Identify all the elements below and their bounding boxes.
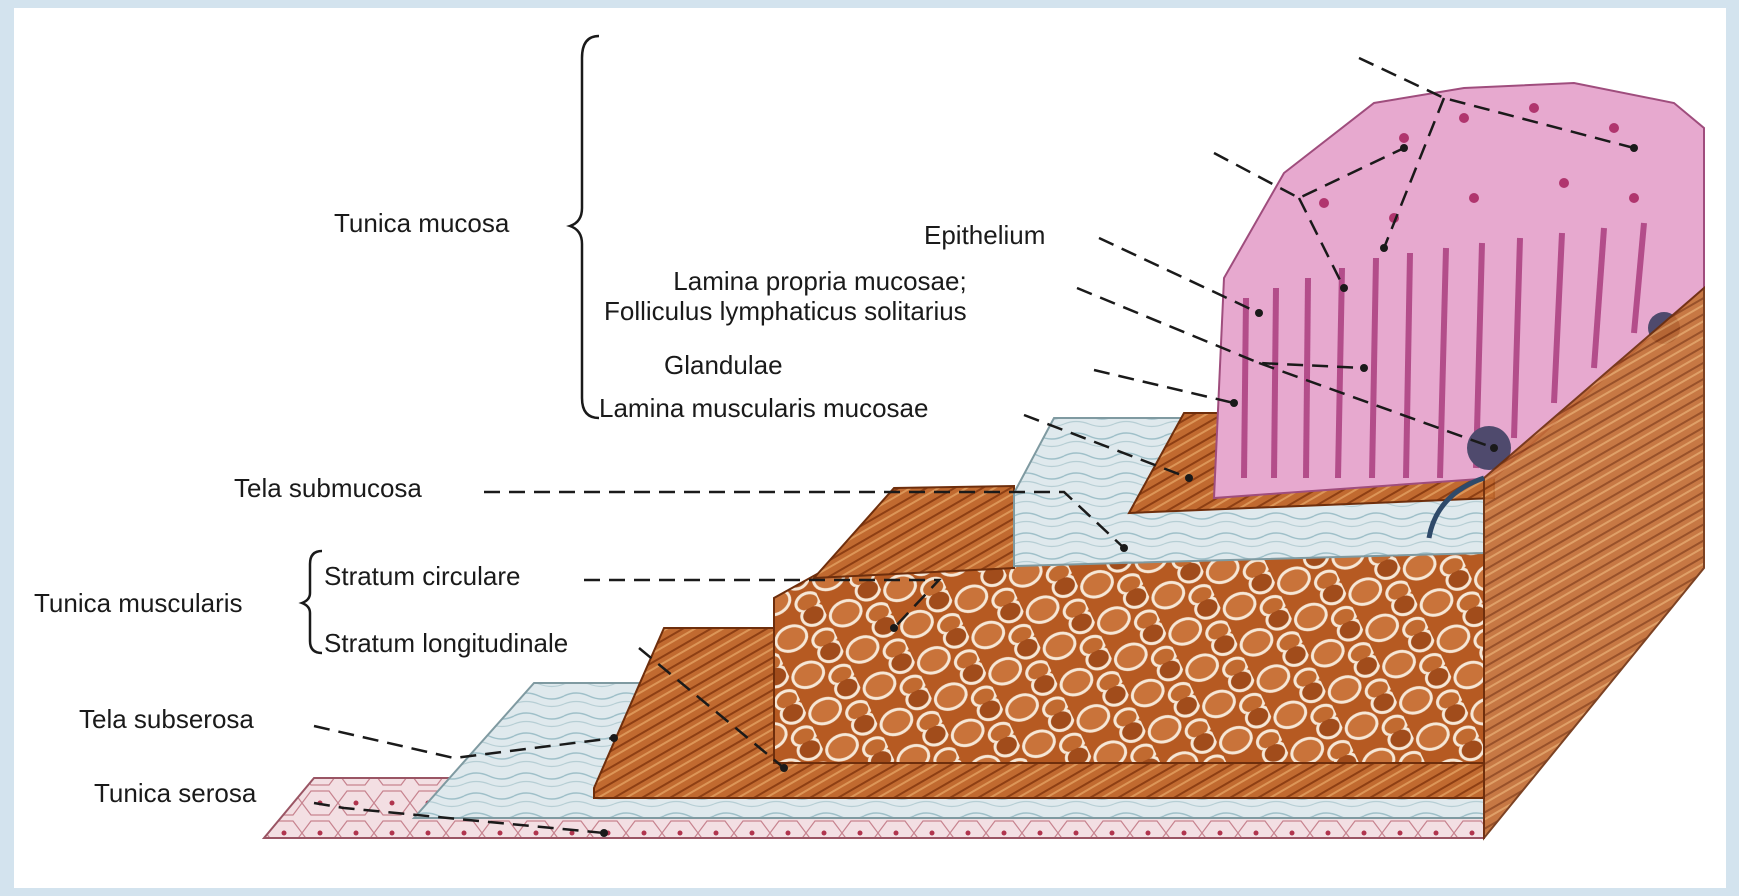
stomach-wall-illustration [14,8,1726,888]
label-stratum-longitudinale: Stratum longitudinale [324,628,568,658]
label-tunica-mucosa: Tunica mucosa [334,208,509,238]
mucosa-brace [570,36,599,418]
label-epithelium: Epithelium [924,220,1045,250]
muscularis-brace [302,551,322,653]
circular-muscle-layer [774,548,1484,763]
label-tela-subserosa: Tela subserosa [79,704,254,734]
label-tunica-muscularis: Tunica muscularis [34,588,243,618]
label-lamina-propria: Lamina propria mucosae; Folliculus lymph… [604,266,967,326]
label-tela-submucosa: Tela submucosa [234,473,422,503]
label-tunica-serosa: Tunica serosa [94,778,256,808]
figure-frame: Tunica mucosa Epithelium Lamina propria … [14,8,1726,888]
label-lamina-muscularis: Lamina muscularis mucosae [599,393,928,423]
circular-muscle-top [814,486,1014,578]
label-glandulae: Glandulae [664,350,783,380]
label-stratum-circulare: Stratum circulare [324,561,521,591]
